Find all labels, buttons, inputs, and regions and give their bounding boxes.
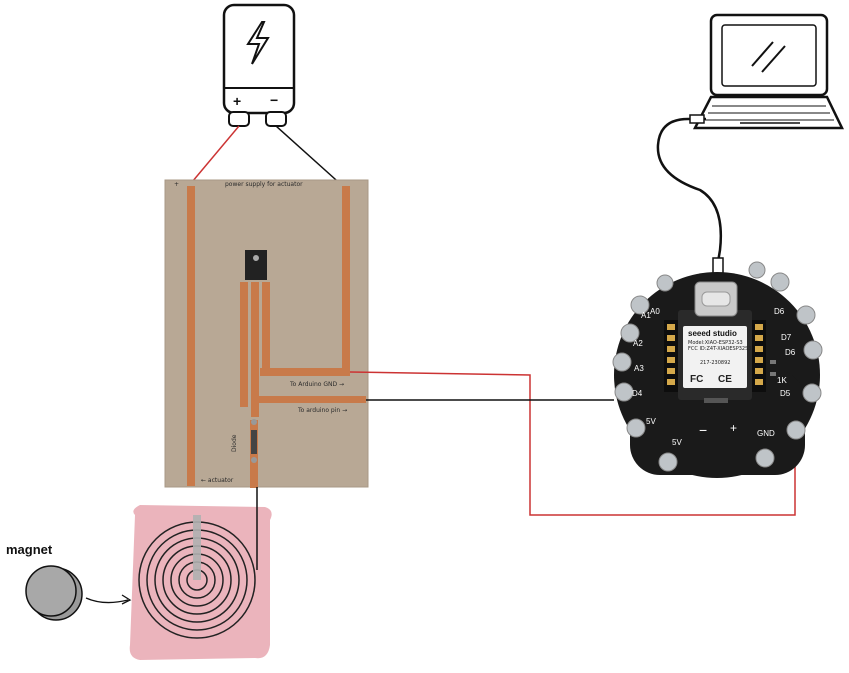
pad-a2 bbox=[612, 352, 632, 372]
xiao-expansion-board: A0 A1 A2 A3 D4 5V 5V D6 D7 D6 1K D5 GND … bbox=[612, 261, 823, 478]
copper-trace-gnd bbox=[260, 368, 350, 376]
copper-trace-right bbox=[342, 186, 350, 372]
cardboard-plus: + bbox=[174, 181, 179, 188]
board-brand: seeed studio bbox=[688, 329, 737, 338]
pad-d8 bbox=[803, 340, 823, 360]
pad-gnd2 bbox=[755, 448, 775, 468]
copper-trace-mosfet-left bbox=[240, 282, 248, 407]
magnet-icon bbox=[25, 565, 132, 621]
pin-d4: D4 bbox=[632, 389, 643, 398]
pad-d6 bbox=[770, 272, 790, 292]
pad-5v bbox=[626, 418, 646, 438]
usb-cable bbox=[656, 117, 722, 263]
pad-d4 bbox=[614, 382, 634, 402]
pin-5v-bottom: 5V bbox=[672, 438, 682, 447]
battery-minus: − bbox=[270, 92, 278, 108]
battery-plus: + bbox=[233, 93, 241, 109]
lightning-icon bbox=[246, 21, 270, 65]
pin-a1: A1 bbox=[641, 311, 651, 320]
pad-5v-bottom bbox=[658, 452, 678, 472]
coil bbox=[129, 505, 272, 660]
battery-red-wire bbox=[186, 125, 240, 189]
pad-gnd bbox=[786, 420, 806, 440]
pad-a0 bbox=[630, 295, 650, 315]
mosfet bbox=[245, 250, 267, 280]
gnd-red-wire bbox=[349, 371, 796, 516]
usb-plug-board bbox=[712, 257, 724, 275]
pin-1k: 1K bbox=[777, 376, 787, 385]
pad-d10 bbox=[802, 383, 822, 403]
to-arduino-gnd-label: To Arduino GND → bbox=[289, 381, 344, 388]
pin-d6b: D6 bbox=[785, 348, 796, 357]
usb-plug-laptop bbox=[689, 114, 705, 124]
magnet-label: magnet bbox=[6, 542, 53, 557]
board-minus: − bbox=[699, 422, 707, 438]
fc-mark: FC bbox=[690, 374, 703, 385]
board-model: Model:XIAO-ESP32-S3 bbox=[688, 340, 743, 346]
pin-a3: A3 bbox=[634, 364, 644, 373]
battery-black-wire bbox=[275, 125, 346, 189]
pin-5v: 5V bbox=[646, 417, 656, 426]
to-arduino-pin-label: To arduino pin → bbox=[297, 407, 347, 414]
pin-gnd: GND bbox=[757, 429, 775, 438]
laptop-icon bbox=[692, 13, 844, 130]
pin-d5: D5 bbox=[780, 389, 791, 398]
to-actuator-label: ← actuator bbox=[201, 477, 234, 484]
pin-d7: D7 bbox=[781, 333, 792, 342]
xiao-shield bbox=[683, 326, 747, 388]
power-supply-label: power supply for actuator bbox=[225, 181, 303, 188]
copper-trace-left bbox=[187, 186, 195, 486]
pin-a0: A0 bbox=[650, 307, 660, 316]
board-code: 217-230892 bbox=[700, 360, 730, 366]
cardboard-panel: power supply for actuator To Arduino GND… bbox=[164, 179, 369, 488]
pad-a1 bbox=[620, 323, 640, 343]
copper-trace-mosfet-right bbox=[262, 282, 270, 374]
board-plus: + bbox=[730, 421, 737, 435]
battery-icon: + − bbox=[222, 3, 296, 127]
diode-label: Diode bbox=[231, 434, 238, 452]
pin-d6: D6 bbox=[774, 307, 785, 316]
pin-a2: A2 bbox=[633, 339, 643, 348]
board-fcc: FCC ID:Z4T-XIAOESP32S3 bbox=[688, 346, 751, 352]
ce-mark: CE bbox=[718, 374, 732, 385]
copper-trace-pin bbox=[258, 396, 366, 403]
pad-d7 bbox=[796, 305, 816, 325]
copper-trace-mosfet-mid bbox=[251, 282, 259, 417]
diode-component bbox=[251, 430, 257, 454]
